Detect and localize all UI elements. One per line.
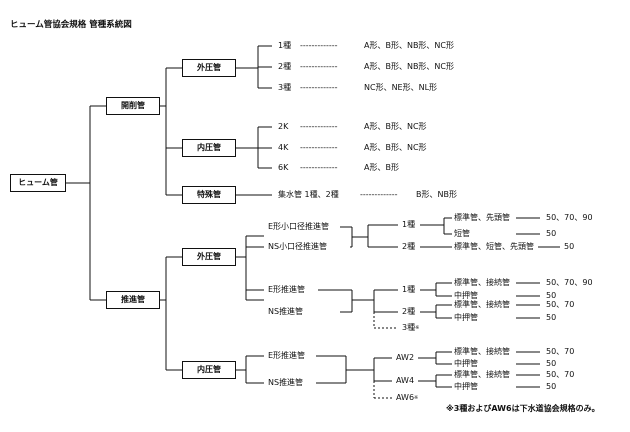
outer-class3: 3種※ <box>402 323 420 332</box>
outer-c2-middle: 中押管 <box>454 313 478 322</box>
jack-outer-node: 外圧管 <box>182 248 236 266</box>
ns-jacking-pipe-inner: NS推進管 <box>268 378 304 387</box>
outer-c2-standard: 標準管、接続管 <box>454 300 510 309</box>
small-c2-items: 標準管、短管、先頭管 <box>454 242 534 251</box>
ns-jacking-pipe: NS推進管 <box>268 307 304 316</box>
open-inner-4k: 4K <box>278 143 289 152</box>
outer-c1-middle: 中押管 <box>454 291 478 300</box>
e-jacking-pipe: E形推進管 <box>268 285 306 294</box>
e-jacking-pipe-inner: E形推進管 <box>268 351 306 360</box>
outer-class1: 1種 <box>402 285 416 294</box>
note-mark: ※ <box>415 325 420 331</box>
aw2-middle: 中押管 <box>454 359 478 368</box>
open-outer-class1-forms: A形、B形、NB形、NC形 <box>364 41 455 50</box>
aw2-standard: 標準管、接続管 <box>454 347 510 356</box>
small-class1: 1種 <box>402 220 416 229</box>
open-inner-2k-forms: A形、B形、NC形 <box>364 122 427 131</box>
open-inner-4k-forms: A形、B形、NC形 <box>364 143 427 152</box>
small-c1-standard-sizes: 50、70、90 <box>546 213 593 222</box>
ns-small-pipe: NS小口径推進管 <box>268 242 328 251</box>
outer-c2-middle-sizes: 50 <box>546 313 557 322</box>
aw4-standard-sizes: 50、70 <box>546 370 575 379</box>
open-special-node: 特殊管 <box>182 186 236 204</box>
small-class2: 2種 <box>402 242 416 251</box>
open-outer-class1: 1種 <box>278 41 292 50</box>
e-small-pipe: E形小口径推進管 <box>268 222 330 231</box>
aw4-standard: 標準管、接続管 <box>454 370 510 379</box>
aw4-middle-sizes: 50 <box>546 382 557 391</box>
open-outer-class2: 2種 <box>278 62 292 71</box>
jacking-node: 推進管 <box>106 291 160 309</box>
open-outer-class3: 3種 <box>278 83 292 92</box>
outer-c2-standard-sizes: 50、70 <box>546 300 575 309</box>
aw2-class: AW2 <box>396 353 415 362</box>
open-inner-6k-forms: A形、B形 <box>364 163 399 172</box>
small-c1-short-sizes: 50 <box>546 229 557 238</box>
outer-class2: 2種 <box>402 307 416 316</box>
outer-c1-standard: 標準管、接続管 <box>454 278 510 287</box>
outer-c1-standard-sizes: 50、70、90 <box>546 278 593 287</box>
jack-inner-node: 内圧管 <box>182 361 236 379</box>
root-node: ヒューム管 <box>10 174 66 192</box>
dash-leader: ------------- <box>360 190 398 199</box>
aw4-middle: 中押管 <box>454 382 478 391</box>
dash-leader: ------------- <box>300 41 338 50</box>
small-c1-standard: 標準管、先頭管 <box>454 213 510 222</box>
open-cut-node: 開削管 <box>106 97 160 115</box>
dash-leader: ------------- <box>300 122 338 131</box>
dash-leader: ------------- <box>300 163 338 172</box>
special-forms: B形、NB形 <box>416 190 457 199</box>
dash-leader: ------------- <box>300 83 338 92</box>
small-c2-sizes: 50 <box>564 242 575 251</box>
open-inner-2k: 2K <box>278 122 289 131</box>
open-outer-class2-forms: A形、B形、NB形、NC形 <box>364 62 455 71</box>
special-collector-pipe: 集水管 1種、2種 <box>278 190 339 199</box>
note-mark: ※ <box>414 395 419 401</box>
diagram-title: ヒューム管協会規格 管種系統図 <box>10 20 132 30</box>
aw6-class: AW6※ <box>396 393 419 402</box>
outer-c1-middle-sizes: 50 <box>546 291 557 300</box>
open-outer-class3-forms: NC形、NE形、NL形 <box>364 83 438 92</box>
small-c1-short: 短管 <box>454 229 470 238</box>
aw2-standard-sizes: 50、70 <box>546 347 575 356</box>
open-inner-node: 内圧管 <box>182 139 236 157</box>
footnote: ※3種およびAW6は下水道協会規格のみ。 <box>446 404 600 413</box>
aw4-class: AW4 <box>396 376 415 385</box>
open-inner-6k: 6K <box>278 163 289 172</box>
open-outer-node: 外圧管 <box>182 59 236 77</box>
dash-leader: ------------- <box>300 62 338 71</box>
dash-leader: ------------- <box>300 143 338 152</box>
aw2-middle-sizes: 50 <box>546 359 557 368</box>
